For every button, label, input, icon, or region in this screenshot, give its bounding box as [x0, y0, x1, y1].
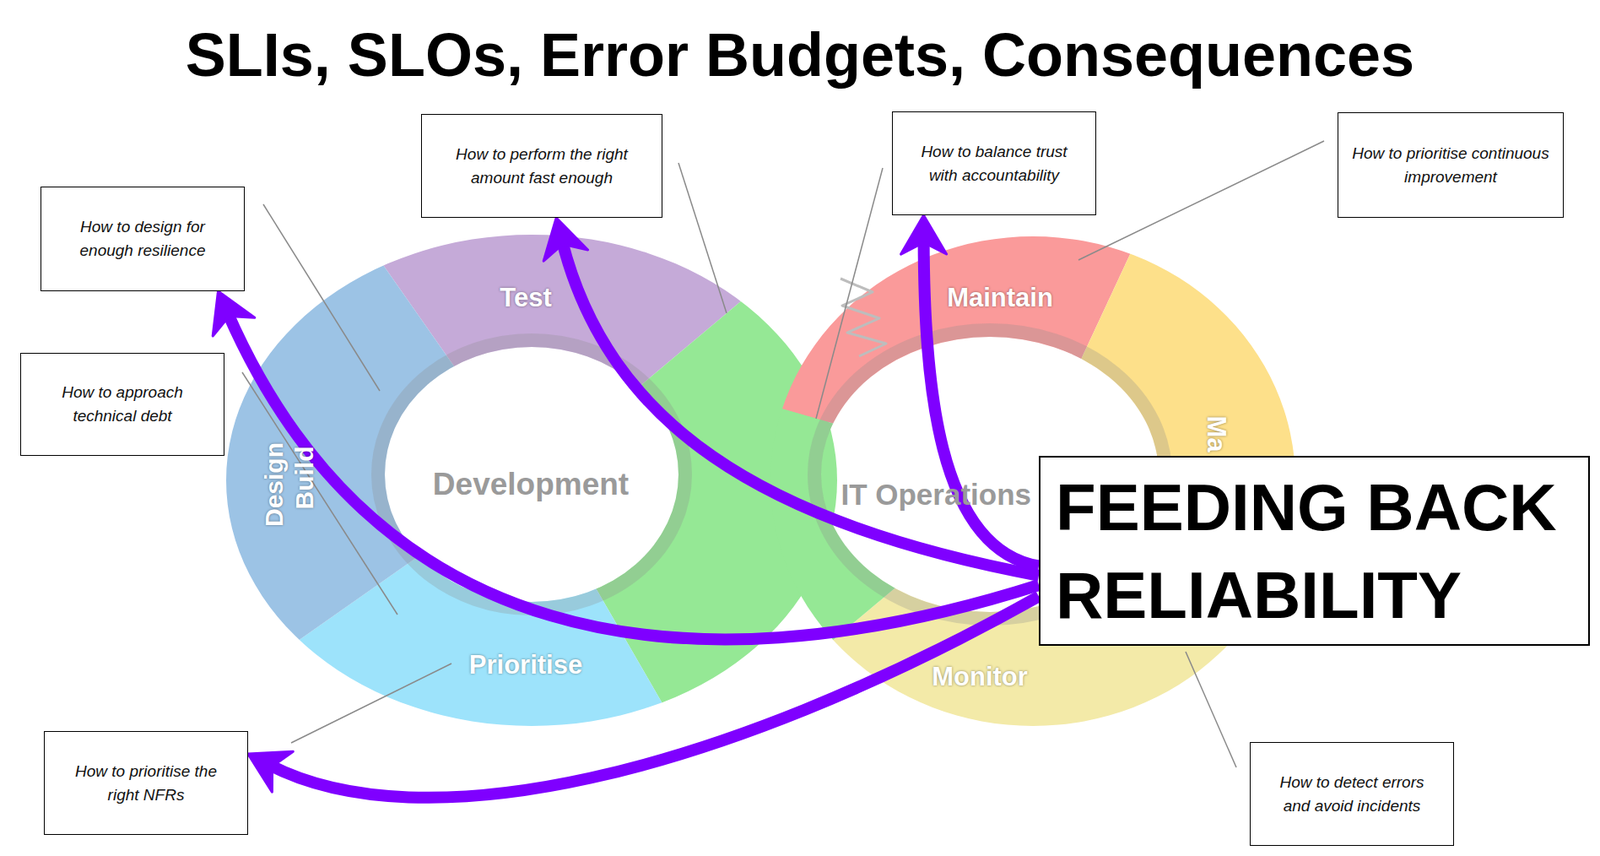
- leader-line: [678, 162, 727, 314]
- leader-line: [1078, 140, 1325, 260]
- callout-box: How to detect errors and avoid incidents: [1249, 741, 1455, 846]
- callout-text: How to perform the right amount fast eno…: [421, 142, 662, 190]
- ring-label: Maintain: [946, 283, 1054, 313]
- callout-text: How to approach technical debt: [21, 380, 224, 428]
- callout-box: How to balance trust with accountability: [891, 111, 1097, 216]
- feedback-arrow: [901, 215, 1039, 567]
- ring-label: Monitor: [931, 662, 1028, 692]
- ring-label: Development: [432, 467, 629, 503]
- leader-lines: [242, 140, 1325, 768]
- diagram-title: SLIs, SLOs, Error Budgets, Consequences: [0, 16, 1600, 93]
- feedback-arrow: [248, 596, 1039, 798]
- callout-text: How to prioritise the right NFRs: [44, 759, 248, 807]
- feedback-arrow: [212, 291, 1039, 639]
- scribble: [840, 278, 887, 357]
- arrow-head: [543, 217, 588, 261]
- leader-line: [263, 204, 380, 391]
- callout-box: How to prioritise continuous improvement: [1337, 112, 1564, 218]
- leader-line: [242, 372, 398, 615]
- callout-text: How to design for enough resilience: [41, 215, 244, 263]
- feedback-arrow: [543, 217, 1039, 576]
- arrow-shaft: [227, 312, 1039, 639]
- leader-line: [816, 167, 883, 419]
- operations-ring: [200, 0, 1600, 856]
- feedback-text: FEEDING BACK RELIABILITY: [1040, 463, 1589, 639]
- leader-line: [291, 663, 452, 743]
- deploy-band: [200, 245, 1026, 856]
- development-ring: [0, 0, 1363, 856]
- ring-label: Ma: [1201, 415, 1231, 452]
- prioritise-band: [0, 476, 954, 856]
- ring-label: Test: [499, 283, 552, 313]
- callout-text: How to prioritise continuous improvement: [1338, 141, 1563, 190]
- arrow-head: [248, 751, 293, 792]
- arrow-head: [901, 215, 947, 255]
- callout-text: How to detect errors and avoid incidents: [1250, 770, 1454, 818]
- callout-box: How to perform the right amount fast eno…: [421, 113, 663, 218]
- ring-label: IT Operations: [840, 478, 1032, 512]
- callout-box: How to prioritise the right NFRs: [43, 730, 249, 835]
- manage-band: [1025, 0, 1600, 856]
- callout-box: How to approach technical debt: [20, 352, 225, 456]
- feedback-box: FEEDING BACK RELIABILITY: [1038, 455, 1590, 646]
- ring-label: Build: [290, 446, 319, 510]
- arrow-shaft: [269, 596, 1040, 798]
- inner-shadow: [378, 340, 686, 609]
- ring-label: Design: [259, 442, 288, 527]
- arrow-head: [212, 291, 255, 336]
- leader-line: [1185, 651, 1237, 768]
- ring-label: Prioritise: [469, 650, 583, 680]
- callout-text: How to balance trust with accountability: [892, 140, 1096, 188]
- callout-box: How to design for enough resilience: [40, 186, 245, 292]
